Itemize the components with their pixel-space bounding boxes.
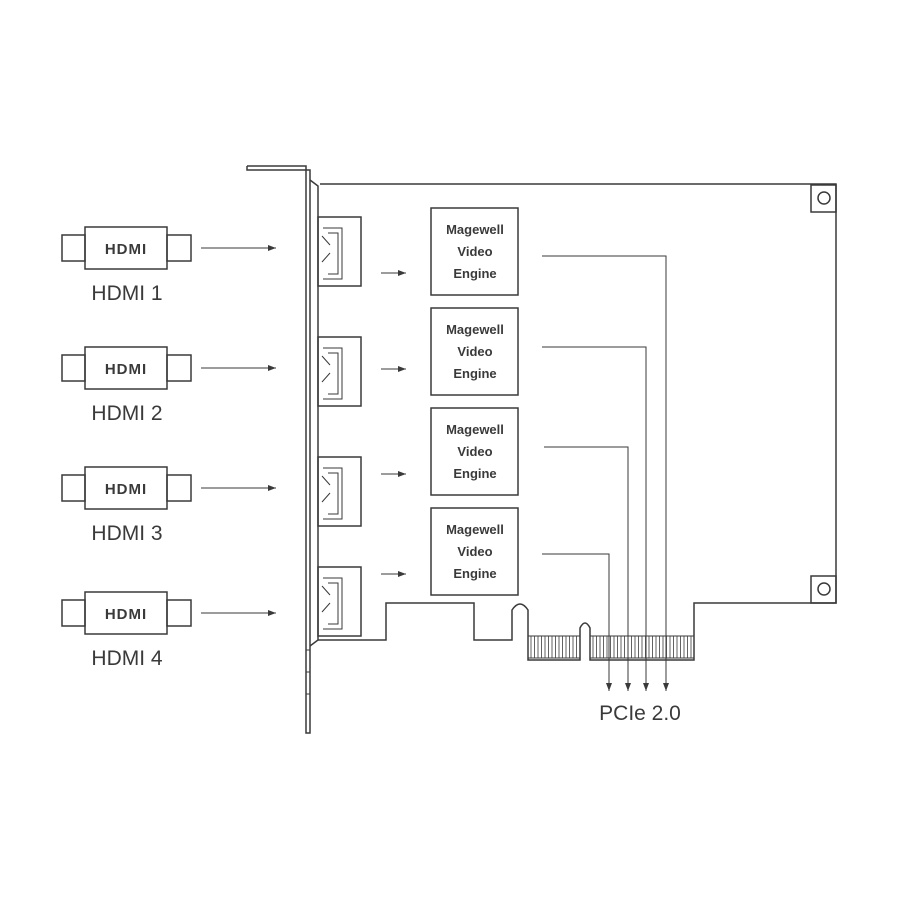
hdmi-input-label-1: HDMI 1 <box>91 282 162 305</box>
circuit-board <box>318 183 837 661</box>
engine-line-1: Magewell <box>446 322 504 337</box>
hdmi-input-label-2: HDMI 2 <box>91 402 162 425</box>
engine-line-2: Video <box>457 444 492 459</box>
hdmi-logo: HDMI <box>105 606 147 623</box>
engine-line-2: Video <box>457 244 492 259</box>
board-hdmi-port-1 <box>317 216 362 287</box>
hdmi-input-label-4: HDMI 4 <box>91 647 162 670</box>
engine-line-1: Magewell <box>446 522 504 537</box>
hdmi-cable-plug-3: HDMI <box>61 466 192 510</box>
hdmi-logo: HDMI <box>105 241 147 258</box>
engine-line-3: Engine <box>453 266 496 281</box>
video-engine-3: Magewell Video Engine <box>430 407 519 496</box>
engine-bus-trace-2 <box>542 346 649 691</box>
video-engine-1: Magewell Video Engine <box>430 207 519 296</box>
engine-line-1: Magewell <box>446 422 504 437</box>
hdmi-cable-plug-4: HDMI <box>61 591 192 635</box>
engine-bus-trace-3 <box>544 446 631 691</box>
hdmi-logo: HDMI <box>105 361 147 378</box>
pcie-bracket <box>246 165 319 734</box>
engine-line-2: Video <box>457 344 492 359</box>
video-engine-4: Magewell Video Engine <box>430 507 519 596</box>
engine-line-2: Video <box>457 544 492 559</box>
engine-line-3: Engine <box>453 466 496 481</box>
board-hdmi-port-3 <box>317 456 362 527</box>
engine-bus-trace-1 <box>542 255 669 691</box>
gold-finger-strip <box>527 635 581 659</box>
video-engine-2: Magewell Video Engine <box>430 307 519 396</box>
mounting-hole-bottom <box>810 575 837 604</box>
board-hdmi-port-4 <box>317 566 362 637</box>
engine-line-1: Magewell <box>446 222 504 237</box>
engine-line-3: Engine <box>453 366 496 381</box>
pcie-gold-fingers-left <box>527 635 581 659</box>
engine-line-3: Engine <box>453 566 496 581</box>
mounting-hole-top <box>810 184 837 213</box>
pcie-gold-fingers-right <box>589 635 695 659</box>
engine-bus-trace-4 <box>542 553 612 691</box>
pcie-bus-label: PCIe 2.0 <box>599 702 681 725</box>
hdmi-cable-plug-1: HDMI <box>61 226 192 270</box>
board-hdmi-port-2 <box>317 336 362 407</box>
hdmi-logo: HDMI <box>105 481 147 498</box>
hdmi-input-label-3: HDMI 3 <box>91 522 162 545</box>
hdmi-cable-plug-2: HDMI <box>61 346 192 390</box>
